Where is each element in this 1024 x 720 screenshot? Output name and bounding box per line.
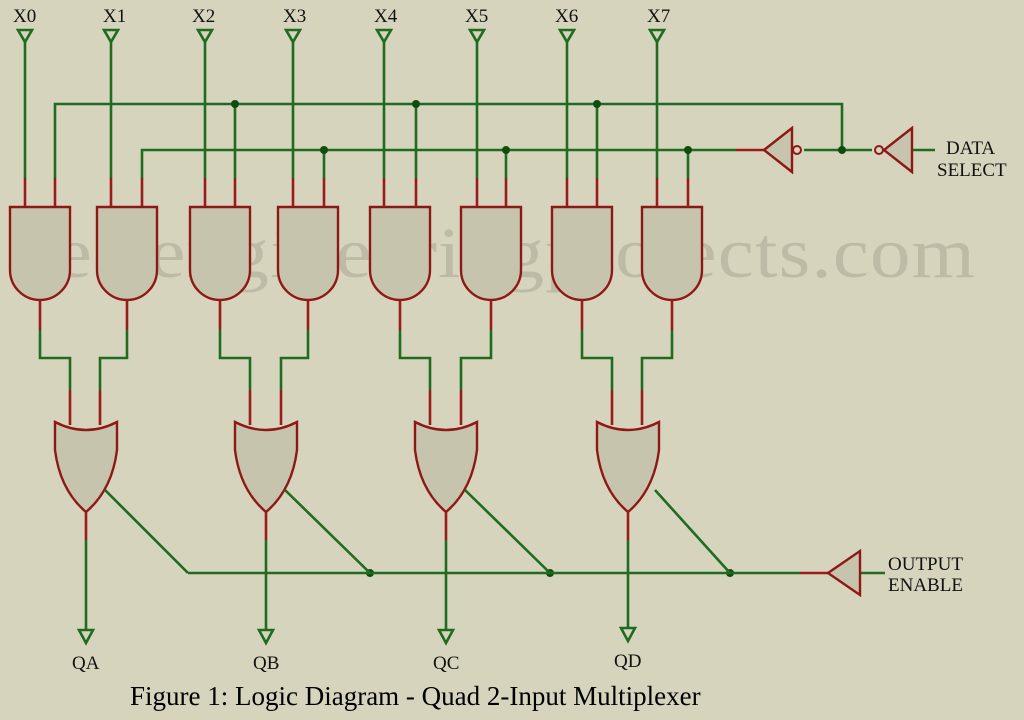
input-group-x5: X5 xyxy=(465,6,488,45)
output-enable-wires xyxy=(104,489,885,575)
output-enable-label: OUTPUT ENABLE xyxy=(888,554,963,596)
input-label-x0: X0 xyxy=(13,6,36,27)
output-enable-label-line1: OUTPUT xyxy=(888,554,963,575)
input-group-x2: X2 xyxy=(192,6,215,45)
data-select-inverter-2 xyxy=(736,125,802,175)
or-gate-a xyxy=(53,420,119,514)
data-select-inverter-1 xyxy=(874,125,914,175)
input-arrow-x7 xyxy=(647,28,667,45)
and-gate-7 xyxy=(550,178,614,302)
and-gate-1 xyxy=(8,178,72,302)
input-group-x1: X1 xyxy=(101,6,126,45)
or-gates xyxy=(53,420,661,514)
input-label-x2: X2 xyxy=(192,6,215,27)
input-arrow-x0 xyxy=(15,28,35,45)
input-arrow-x6 xyxy=(557,28,577,45)
data-select-label-line2: SELECT xyxy=(937,160,1007,181)
input-arrow-x1 xyxy=(101,28,121,45)
output-qa: QA xyxy=(72,512,100,674)
and-gate-8 xyxy=(640,178,704,302)
output-arrow-qc xyxy=(436,628,456,646)
input-group-x3: X3 xyxy=(283,6,306,45)
and-gate-5 xyxy=(368,178,432,302)
input-arrow-x3 xyxy=(283,28,303,45)
output-qc: QC xyxy=(433,512,459,674)
output-arrow-qd xyxy=(618,626,638,644)
output-label-qd: QD xyxy=(614,651,641,672)
input-label-x4: X4 xyxy=(374,6,398,27)
input-label-x1: X1 xyxy=(103,6,126,27)
output-enable-buffer xyxy=(825,548,862,598)
and-gate-6 xyxy=(459,178,523,302)
output-qd: QD xyxy=(614,512,641,672)
input-group-x0: X0 xyxy=(13,6,36,45)
output-label-qb: QB xyxy=(253,653,279,674)
output-qb: QB xyxy=(253,512,279,674)
or-gate-d xyxy=(595,420,661,514)
and-gate-2 xyxy=(95,178,159,302)
data-select-label-line1: DATA xyxy=(946,138,995,159)
input-label-x7: X7 xyxy=(647,6,670,27)
input-arrow-x5 xyxy=(467,28,487,45)
and-to-or-wires xyxy=(38,300,674,425)
and-gate-3 xyxy=(188,178,252,302)
and-gate-4 xyxy=(276,178,340,302)
input-arrow-x2 xyxy=(195,28,215,45)
output-arrow-qa xyxy=(76,628,96,646)
input-wires xyxy=(23,42,659,178)
input-group-x7: X7 xyxy=(647,6,670,45)
and-gates xyxy=(8,178,704,302)
data-select-label: DATA SELECT xyxy=(937,138,1007,181)
input-label-x5: X5 xyxy=(465,6,488,27)
input-group-x6: X6 xyxy=(555,6,578,45)
or-gate-b xyxy=(233,420,299,514)
junction-dots xyxy=(231,100,846,577)
output-arrow-qb xyxy=(256,628,276,646)
select-bus-wires xyxy=(53,102,935,178)
output-label-qa: QA xyxy=(72,653,100,674)
figure-caption: Figure 1: Logic Diagram - Quad 2-Input M… xyxy=(130,681,701,711)
output-label-qc: QC xyxy=(433,653,459,674)
input-arrow-x4 xyxy=(374,28,394,45)
input-group-x4: X4 xyxy=(374,6,398,45)
input-label-x6: X6 xyxy=(555,6,578,27)
output-enable-label-line2: ENABLE xyxy=(888,575,963,596)
or-gate-c xyxy=(413,420,479,514)
input-label-x3: X3 xyxy=(283,6,306,27)
